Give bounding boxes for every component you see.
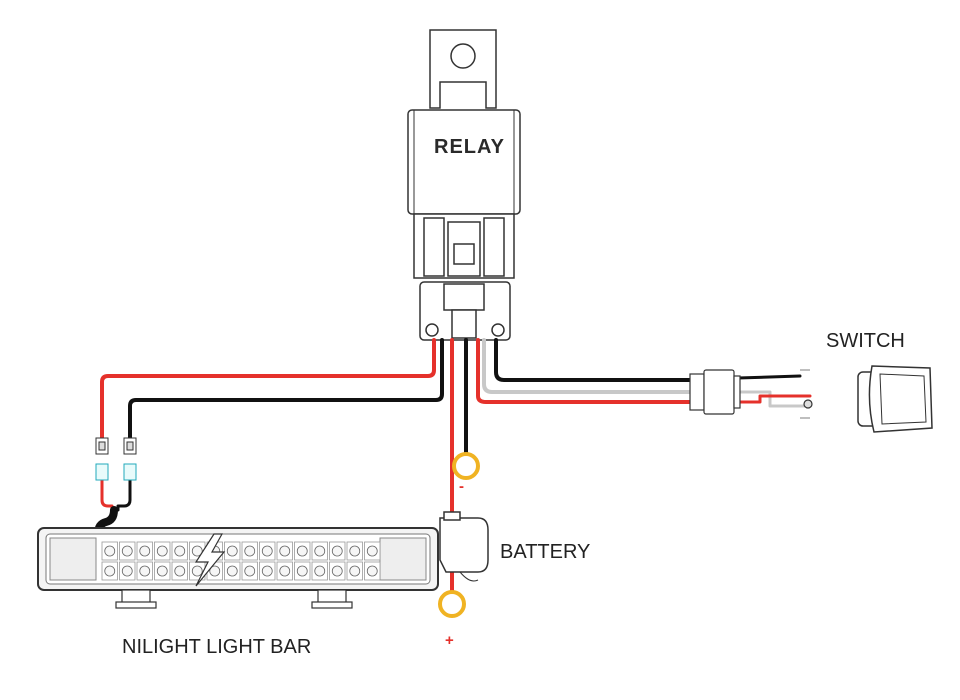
- switch: [857, 365, 933, 433]
- led-lens: [121, 545, 133, 557]
- led-lens: [139, 545, 151, 557]
- wire-gray-to-switch: [482, 338, 692, 394]
- relay-mounting-tab: [429, 29, 497, 109]
- led-lens: [296, 545, 308, 557]
- led-lens: [331, 565, 343, 577]
- relay: [407, 29, 521, 341]
- led-lens: [226, 545, 238, 557]
- lightning-bolt-icon: [194, 533, 226, 587]
- led-lens: [191, 565, 203, 577]
- relay-label: RELAY: [434, 136, 505, 158]
- wire-red-to-lightbar: [100, 338, 436, 442]
- led-lens: [261, 545, 273, 557]
- positive-terminal-label: +: [445, 632, 454, 649]
- led-lens: [314, 545, 326, 557]
- ground-ring-terminal: [452, 452, 480, 480]
- led-lens: [244, 565, 256, 577]
- led-lens: [366, 545, 378, 557]
- led-lens: [104, 565, 116, 577]
- led-lens: [314, 565, 326, 577]
- wires: [94, 338, 812, 594]
- connector-black-socket: [123, 463, 137, 481]
- led-lens: [331, 545, 343, 557]
- led-lens: [139, 565, 151, 577]
- relay-mounting-hole: [450, 43, 476, 69]
- led-lens: [226, 565, 238, 577]
- light-bar-label: NILIGHT LIGHT BAR: [122, 636, 312, 658]
- led-lens: [174, 565, 186, 577]
- led-lens: [244, 545, 256, 557]
- light-bar: [37, 527, 439, 609]
- light-bar-spot-right: [379, 537, 427, 581]
- lightbar-connectors: [95, 437, 137, 481]
- wire-black-to-switch: [494, 338, 692, 382]
- connector-red-socket: [95, 463, 109, 481]
- led-lens: [296, 565, 308, 577]
- led-lens: [121, 565, 133, 577]
- led-lens: [156, 545, 168, 557]
- wire-red-to-switch: [476, 338, 692, 404]
- battery-label: BATTERY: [500, 541, 591, 563]
- light-bar-brackets: [115, 589, 353, 609]
- led-lens: [261, 565, 273, 577]
- led-lens: [366, 565, 378, 577]
- battery-ring-terminal: [438, 590, 466, 618]
- led-lens: [191, 545, 203, 557]
- led-lens: [279, 565, 291, 577]
- switch-harness-connector: [689, 369, 813, 419]
- led-lens: [156, 565, 168, 577]
- led-lens: [279, 545, 291, 557]
- fuse-holder: [439, 511, 489, 582]
- led-lens: [174, 545, 186, 557]
- relay-body: [407, 109, 521, 215]
- negative-terminal-label: -: [459, 478, 464, 495]
- led-lens: [209, 565, 221, 577]
- light-bar-spot-left: [49, 537, 97, 581]
- light-bar-leds: [101, 541, 381, 581]
- switch-label: SWITCH: [826, 330, 905, 352]
- led-lens: [104, 545, 116, 557]
- led-lens: [349, 545, 361, 557]
- led-lens: [349, 565, 361, 577]
- wire-black-to-lightbar: [128, 338, 444, 442]
